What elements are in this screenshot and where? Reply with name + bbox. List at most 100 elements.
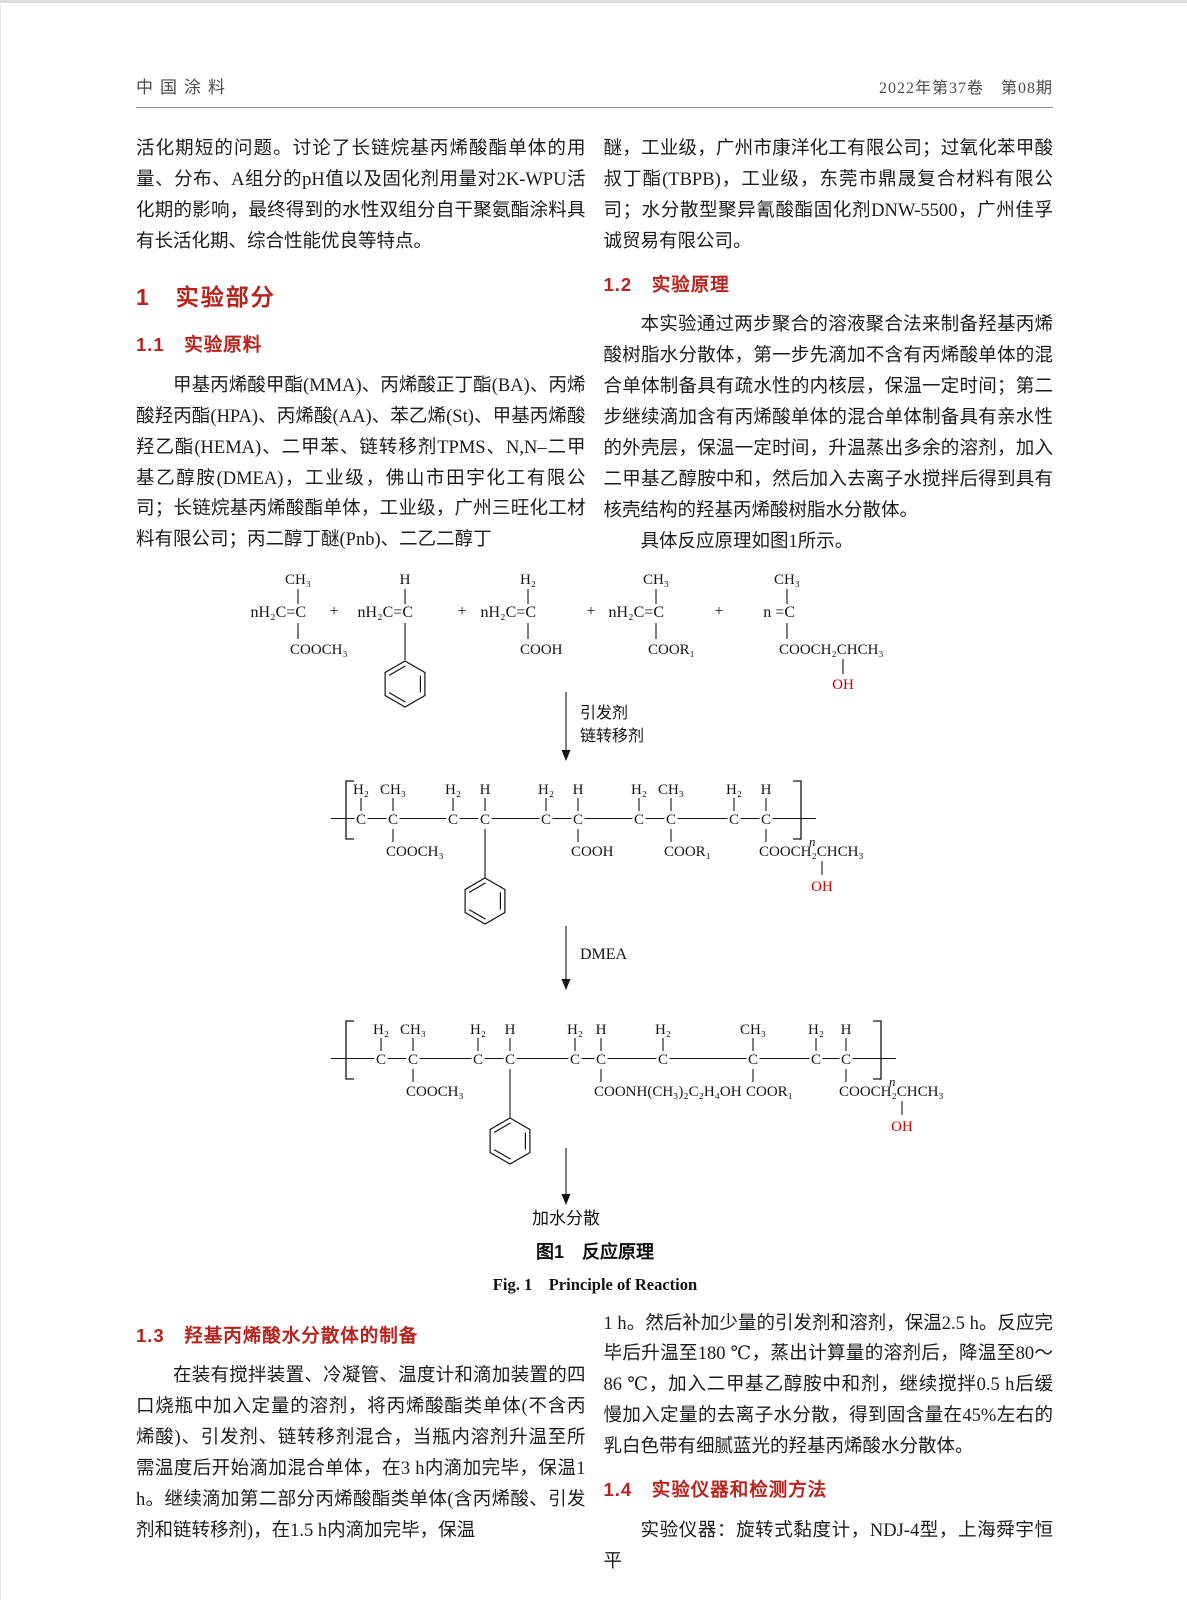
arrow3-label-disperse: 加水分散 (532, 1209, 600, 1228)
arrow1-label-initiator: 引发剂 (580, 704, 628, 722)
carbon-atom: C (408, 1052, 418, 1068)
top-substituent: H₂ (353, 782, 369, 798)
bottom-substituent: COOR₁ (664, 844, 711, 860)
carbon-atom: C (811, 1052, 821, 1068)
bottom-substituent: COONH(CH₃)₂C₂H₄OH (594, 1084, 742, 1100)
monomer-main: nH₂C=C (251, 604, 307, 621)
carbon-atom: C (448, 812, 458, 828)
bottom-substituent: COOH (571, 844, 614, 860)
top-substituent: H (841, 1022, 852, 1038)
top-substituent: CH₃ (740, 1022, 766, 1038)
top-substituent: CH₃ (400, 1022, 426, 1038)
instruments-paragraph: 实验仪器：旋转式黏度计，NDJ-4型，上海舜宇恒平 (603, 1520, 1054, 1572)
repeat-unit-subscript: n (809, 834, 816, 849)
section-heading-1-3: 1.3 羟基丙烯酸水分散体的制备 (136, 1324, 419, 1346)
carbon-atom: C (658, 1052, 668, 1068)
hydroxyl-label: OH (891, 1119, 913, 1135)
top-substituent: H₂ (631, 782, 647, 798)
top-substituent: H (480, 782, 491, 798)
figure-caption-en: Fig. 1 Principle of Reaction (492, 1274, 698, 1294)
preparation-paragraph: 在装有搅拌装置、冷凝管、温度计和滴加装置的四口烧瓶中加入定量的溶剂，将丙烯酸酯类… (136, 1366, 586, 1541)
bracket-left (345, 779, 354, 840)
top-substituent: H (505, 1022, 516, 1038)
carbon-atom: C (541, 812, 551, 828)
section-heading-1-4: 1.4 实验仪器和检测方法 (603, 1479, 828, 1501)
arrow2-label-dmea: DMEA (580, 946, 628, 963)
carbon-atom: C (473, 1052, 483, 1068)
figure-reference-line: 具体反应原理如图1所示。 (640, 531, 854, 552)
carbon-atom: C (388, 812, 398, 828)
plus-sign: + (714, 603, 723, 620)
bottom-substituent: COOCH₂CHCH₃ (759, 844, 864, 860)
bottom-substituent: COOCH₃ (406, 1084, 464, 1100)
top-substituent: H₂ (470, 1022, 486, 1038)
principle-paragraph: 本实验通过两步聚合的溶液聚合法来制备羟基丙烯酸树脂水分散体，第一步先滴加不含有丙… (603, 315, 1054, 521)
bracket-right (873, 1019, 882, 1080)
monomer-bottom-substituent: COOR₁ (648, 642, 695, 658)
top-substituent: H₂ (655, 1022, 671, 1038)
benzene-ring-icon (384, 659, 426, 708)
bottom-text-section: 1.3 羟基丙烯酸水分散体的制备 在装有搅拌装置、冷凝管、温度计和滴加装置的四口… (136, 1309, 1053, 1578)
benzene-ring-icon (489, 1116, 531, 1165)
column-left-top: 活化期短的问题。讨论了长链烷基丙烯酸酯单体的用量、分布、A组分的pH值以及固化剂… (136, 134, 586, 558)
top-substituent: CH₃ (658, 782, 684, 798)
section-heading-1-1: 1.1 实验原料 (136, 333, 263, 355)
monomer-main: nH₂C=C (481, 604, 537, 621)
monomer-bottom-substituent: COOH (520, 642, 563, 658)
bracket-left (345, 1019, 354, 1080)
carbon-atom: C (748, 1052, 758, 1068)
carbon-atom: C (634, 812, 644, 828)
top-text-section: 活化期短的问题。讨论了长链烷基丙烯酸酯单体的用量、分布、A组分的pH值以及固化剂… (136, 134, 1053, 558)
monomer-top-substituent: CH₃ (285, 572, 311, 588)
journal-name: 中国涂料 (136, 78, 232, 97)
top-substituent: H₂ (538, 782, 554, 798)
bottom-substituent: COOR₁ (746, 1084, 793, 1100)
bottom-substituent: COOCH₃ (386, 844, 444, 860)
top-substituent: H₂ (808, 1022, 824, 1038)
column-right-top: 醚，工业级，广州市康洋化工有限公司；过氧化苯甲酸叔丁酯(TBPB)，工业级，东莞… (604, 134, 1054, 558)
carbon-atom: C (505, 1052, 515, 1068)
section-heading-1: 1 实验部分 (136, 283, 276, 310)
materials-paragraph: 甲基丙烯酸甲酯(MMA)、丙烯酸正丁酯(BA)、丙烯酸羟丙酯(HPA)、丙烯酸(… (136, 375, 586, 551)
column-left-bottom: 1.3 羟基丙烯酸水分散体的制备 在装有搅拌装置、冷凝管、温度计和滴加装置的四口… (136, 1309, 586, 1578)
top-substituent: H (761, 782, 772, 798)
monomer-top-substituent: CH₃ (643, 572, 669, 588)
header-rule (136, 107, 1053, 108)
monomer-top-substituent: H (400, 572, 411, 588)
monomer-main: nH₂C=C (358, 604, 414, 621)
monomer-top-substituent: CH₃ (774, 572, 800, 588)
carbon-atom: C (573, 812, 583, 828)
bottom-substituent: COOCH₂CHCH₃ (839, 1084, 944, 1100)
page-header: 中国涂料 2022年第37卷 第08期 (136, 73, 1053, 98)
arrow1-label-cta: 链转移剂 (580, 727, 644, 745)
hydroxyl-label: OH (811, 879, 833, 895)
issue-info: 2022年第37卷 第08期 (878, 80, 1053, 97)
top-substituent: H₂ (567, 1022, 583, 1038)
top-substituent: H₂ (445, 782, 461, 798)
monomer-main: nH₂C=C (609, 604, 665, 621)
plus-sign: + (586, 603, 595, 620)
monomer-main: n =C (763, 604, 795, 621)
top-substituent: H (573, 782, 584, 798)
carbon-atom: C (480, 812, 490, 828)
plus-sign: + (457, 603, 466, 620)
carbon-atom: C (596, 1052, 606, 1068)
top-substituent: H (596, 1022, 607, 1038)
plus-sign: + (329, 603, 338, 620)
figure-1-caption: 图1 反应原理 Fig. 1 Principle of Reaction (136, 1238, 1054, 1295)
top-substituent: CH₃ (380, 782, 406, 798)
paragraph-continuation: 醚，工业级，广州市康洋化工有限公司；过氧化苯甲酸叔丁酯(TBPB)，工业级，东莞… (603, 139, 1054, 252)
column-right-bottom: 1 h。然后补加少量的引发剂和溶剂，保温2.5 h。反应完毕后升温至180 ℃，… (604, 1309, 1054, 1578)
bracket-right (793, 779, 802, 840)
carbon-atom: C (666, 812, 676, 828)
section-heading-1-2: 1.2 实验原理 (603, 273, 730, 295)
carbon-atom: C (761, 812, 771, 828)
carbon-atom: C (729, 812, 739, 828)
monomer-bottom-substituent: COOCH₃ (290, 642, 348, 658)
paragraph-continuation: 1 h。然后补加少量的引发剂和溶剂，保温2.5 h。反应完毕后升温至180 ℃，… (603, 1313, 1054, 1458)
monomer-top-substituent: H₂ (520, 572, 536, 588)
arrow-head-icon (561, 1193, 571, 1205)
carbon-atom: C (841, 1052, 851, 1068)
